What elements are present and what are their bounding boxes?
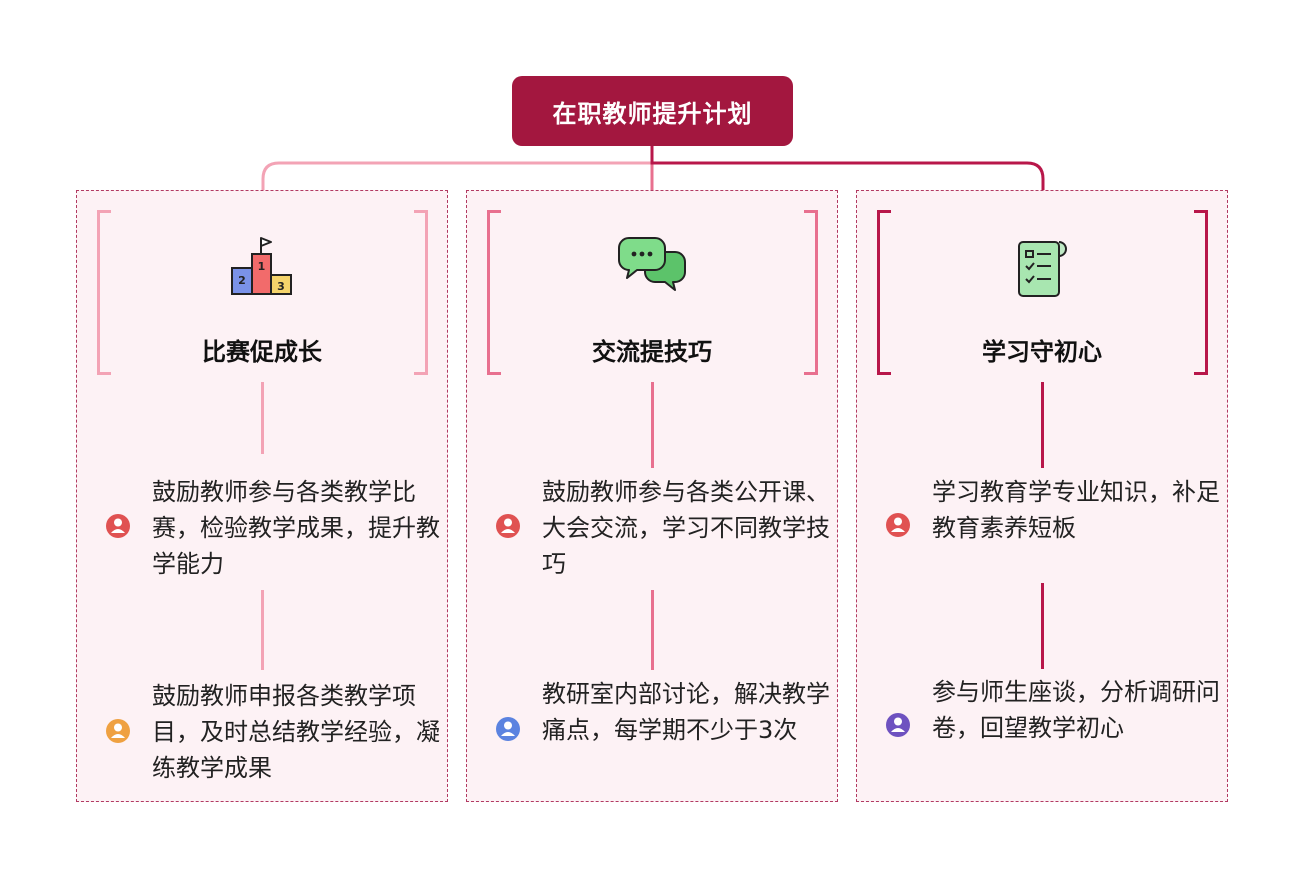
root-title: 在职教师提升计划	[552, 99, 753, 128]
checklist-icon	[1018, 241, 1067, 297]
branch-title: 交流提技巧	[592, 338, 712, 366]
branch-item-text: 鼓励教师申报各类教学项目，及时总结教学经验，凝练教学成果	[152, 682, 440, 782]
branch-item-text: 学习教育学专业知识，补足教育素养短板	[932, 478, 1220, 542]
svg-text:3: 3	[277, 280, 285, 293]
root-node: 在职教师提升计划	[512, 76, 793, 146]
branch-title: 比赛促成长	[202, 338, 322, 366]
branch-item-text: 鼓励教师参与各类公开课、大会交流，学习不同教学技巧	[542, 478, 830, 578]
bracket-left	[97, 210, 111, 375]
branch-line	[651, 590, 654, 670]
user-bullet-icon	[106, 514, 130, 538]
branch-panel-exchange	[466, 190, 838, 802]
bracket-right	[804, 210, 818, 375]
branch-title: 学习守初心	[982, 338, 1102, 366]
bracket-left	[877, 210, 891, 375]
branch-line	[651, 382, 654, 468]
bracket-left	[487, 210, 501, 375]
user-bullet-icon	[886, 513, 910, 537]
user-bullet-icon	[106, 719, 130, 743]
branch-line	[1041, 583, 1044, 669]
svg-text:2: 2	[238, 274, 246, 287]
bracket-right	[414, 210, 428, 375]
branch-line	[261, 590, 264, 670]
bracket-right	[1194, 210, 1208, 375]
branch-item-text: 教研室内部讨论，解决教学痛点，每学期不少于3次	[542, 680, 830, 744]
branch-item-text: 参与师生座谈，分析调研问卷，回望教学初心	[932, 678, 1220, 742]
branch-line	[261, 382, 264, 454]
user-bullet-icon	[886, 713, 910, 737]
connector-right	[650, 146, 1045, 205]
podium-trophy-icon: 1 2 3	[231, 237, 292, 295]
branch-line	[1041, 382, 1044, 468]
svg-text:1: 1	[258, 260, 266, 273]
branch-item-text: 鼓励教师参与各类教学比赛，检验教学成果，提升教学能力	[152, 478, 440, 578]
user-bullet-icon	[496, 514, 520, 538]
user-bullet-icon	[496, 717, 520, 741]
chat-bubbles-icon	[618, 237, 686, 291]
connector-left	[261, 146, 654, 205]
